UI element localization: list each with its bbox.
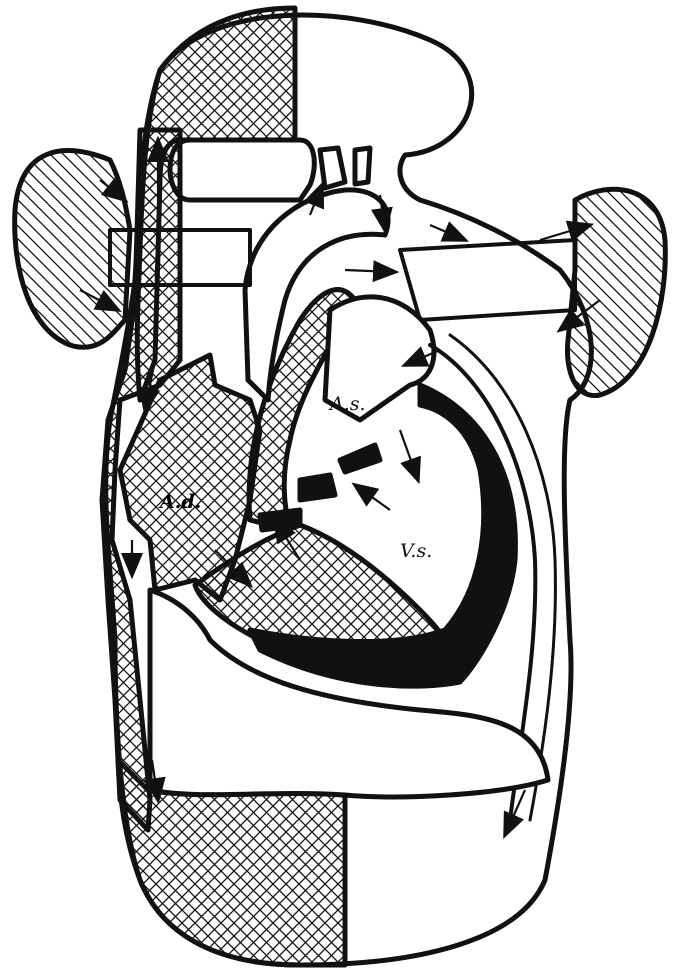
label-left-atrium: A.s. (330, 393, 366, 415)
arrow (351, 482, 391, 511)
left-lung (12, 148, 133, 350)
head-vessels (317, 145, 373, 191)
flow-arrows (79, 135, 601, 840)
label-left-ventricle: V.s. (400, 540, 433, 562)
arrow (344, 260, 400, 283)
upper-loop (167, 137, 317, 203)
arrow (400, 346, 441, 367)
arrow (138, 359, 161, 415)
arrow (429, 221, 470, 242)
label-right-atrium: A.d. (160, 491, 202, 513)
arrow (503, 789, 527, 840)
valve-marks (257, 442, 383, 533)
aortic-arch (242, 187, 391, 403)
left-atrium (322, 294, 437, 423)
arrow (539, 220, 595, 242)
arrow (272, 516, 301, 561)
arrow (143, 759, 166, 805)
right-lung (564, 186, 668, 398)
arrow (214, 549, 254, 589)
arrow (556, 299, 601, 333)
arrow (99, 177, 129, 203)
arrow (398, 429, 421, 485)
lower-cavity (147, 587, 551, 800)
arrow (370, 194, 393, 235)
arrow (303, 180, 325, 216)
arrow (79, 289, 122, 313)
left-ventricle-wall (247, 382, 518, 689)
descending-aorta-inner (448, 333, 557, 822)
left-pulmonary-loop (108, 228, 252, 287)
